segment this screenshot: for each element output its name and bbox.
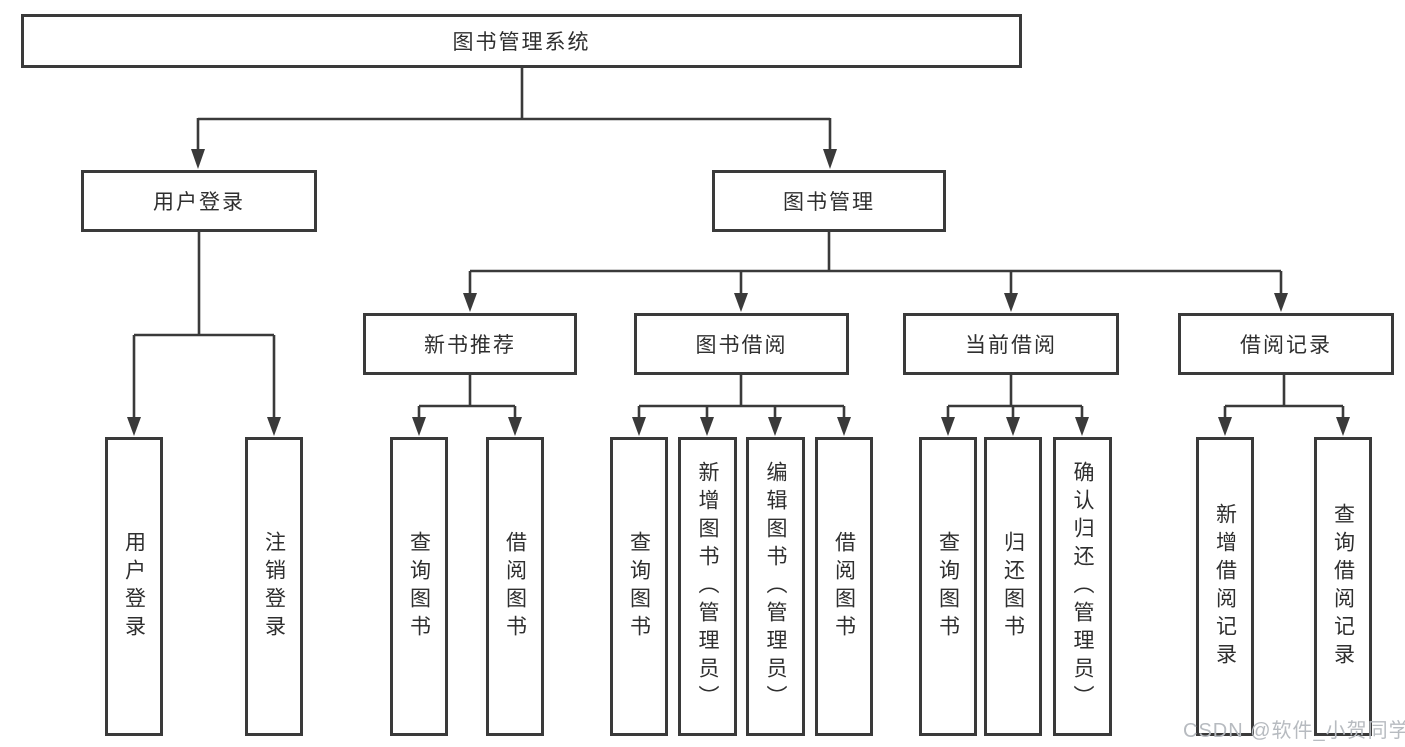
leaf-borrow-books-1-label: 借阅图书	[503, 530, 527, 643]
leaf-borrow-books-2: 借阅图书	[815, 437, 873, 736]
leaf-add-borrow-record: 新增借阅记录	[1196, 437, 1254, 736]
arrowhead-icon	[1075, 417, 1089, 436]
node-current-borrow: 当前借阅	[903, 313, 1119, 375]
leaf-add-book-admin: 新增图书（管理员）	[678, 437, 737, 736]
arrowhead-icon	[1006, 417, 1020, 436]
leaf-borrow-books-2-label: 借阅图书	[832, 530, 856, 643]
leaf-edit-book-admin: 编辑图书（管理员）	[746, 437, 805, 736]
leaf-query-borrow-record: 查询借阅记录	[1314, 437, 1372, 736]
leaf-return-books-label: 归还图书	[1001, 530, 1025, 643]
node-new-book-recommend-label: 新书推荐	[424, 334, 516, 357]
leaf-query-books-3-label: 查询图书	[936, 530, 960, 643]
leaf-query-books-3: 查询图书	[919, 437, 977, 736]
node-user-login-label: 用户登录	[153, 191, 245, 214]
leaf-logout-label: 注销登录	[262, 530, 286, 643]
node-new-book-recommend: 新书推荐	[363, 313, 577, 375]
arrowhead-icon	[1274, 293, 1288, 312]
arrowhead-icon	[941, 417, 955, 436]
leaf-confirm-return-admin-label: 确认归还（管理员）	[1071, 460, 1094, 713]
csdn-watermark: CSDN @软件_小贺同学	[1183, 720, 1405, 742]
node-current-borrow-label: 当前借阅	[965, 334, 1057, 357]
leaf-query-borrow-record-label: 查询借阅记录	[1331, 502, 1355, 671]
node-user-login: 用户登录	[81, 170, 317, 232]
leaf-user-login-label: 用户登录	[122, 530, 146, 643]
arrowhead-icon	[508, 417, 522, 436]
node-root: 图书管理系统	[21, 14, 1022, 68]
leaf-query-books-2-label: 查询图书	[627, 530, 651, 643]
leaf-return-books: 归还图书	[984, 437, 1042, 736]
arrowhead-icon	[267, 417, 281, 436]
arrowhead-icon	[768, 417, 782, 436]
arrowhead-icon	[463, 293, 477, 312]
node-borrow-records-label: 借阅记录	[1240, 334, 1332, 357]
node-book-management-label: 图书管理	[783, 191, 875, 214]
leaf-query-books-2: 查询图书	[610, 437, 668, 736]
node-book-management: 图书管理	[712, 170, 946, 232]
leaf-add-borrow-record-label: 新增借阅记录	[1213, 502, 1237, 671]
arrowhead-icon	[191, 149, 205, 169]
leaf-query-books-1-label: 查询图书	[407, 530, 431, 643]
arrowhead-icon	[127, 417, 141, 436]
leaf-query-books-1: 查询图书	[390, 437, 448, 736]
leaf-add-book-admin-label: 新增图书（管理员）	[696, 460, 719, 713]
arrowhead-icon	[1218, 417, 1232, 436]
arrowhead-icon	[632, 417, 646, 436]
leaf-logout: 注销登录	[245, 437, 303, 736]
arrowhead-icon	[412, 417, 426, 436]
node-book-borrow: 图书借阅	[634, 313, 849, 375]
arrowhead-icon	[734, 293, 748, 312]
node-root-label: 图书管理系统	[452, 31, 591, 54]
leaf-confirm-return-admin: 确认归还（管理员）	[1053, 437, 1112, 736]
arrowhead-icon	[1004, 293, 1018, 312]
leaf-edit-book-admin-label: 编辑图书（管理员）	[764, 460, 787, 713]
node-book-borrow-label: 图书借阅	[695, 334, 788, 357]
arrowhead-icon	[1336, 417, 1350, 436]
arrowhead-icon	[823, 149, 837, 169]
leaf-borrow-books-1: 借阅图书	[486, 437, 544, 736]
leaf-user-login: 用户登录	[105, 437, 163, 736]
arrowhead-icon	[700, 417, 714, 436]
arrowhead-icon	[837, 417, 851, 436]
node-borrow-records: 借阅记录	[1178, 313, 1394, 375]
